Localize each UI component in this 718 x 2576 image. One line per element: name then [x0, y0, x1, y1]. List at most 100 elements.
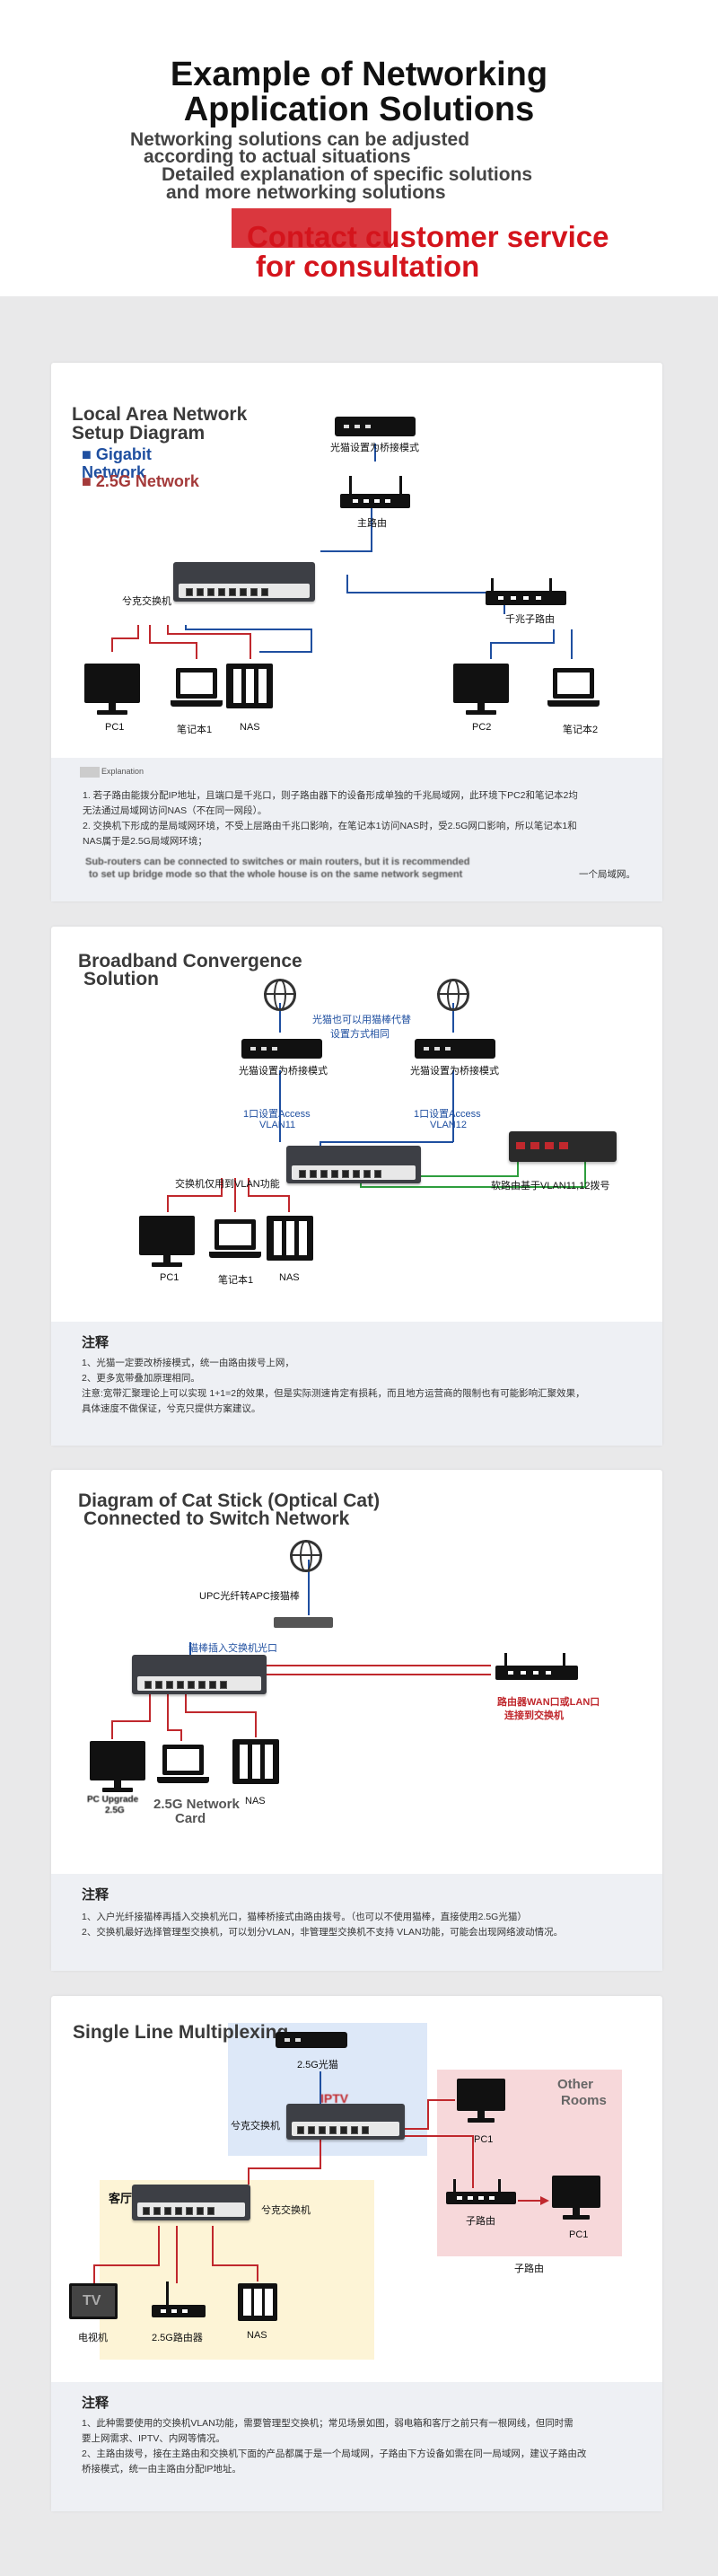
card3-note2: 2、交换机最好选择管理型交换机，可以划分VLAN，非管理型交换机不支持 VLAN… [82, 1927, 564, 1938]
card2-hint-line2: 设置方式相同 [330, 1029, 390, 1040]
card4-other-rooms-1: Other [557, 2077, 594, 2092]
legend-gigabit-icon: ■ [82, 445, 96, 463]
subtitle-line2: according to actual situations [144, 146, 411, 167]
card4-modem-label: 2.5G光猫 [297, 2060, 338, 2070]
card4-sub-router-zone-label: 子路由 [514, 2264, 544, 2274]
card4-switch-living-icon [132, 2185, 250, 2220]
subtitle-line1: Networking solutions can be adjusted [130, 129, 470, 150]
card4-switch-top-icon [286, 2104, 405, 2140]
card1-title-line2: Setup Diagram [72, 423, 206, 444]
card1-note2b: NAS属于是2.5G局域网环境； [83, 836, 207, 847]
card1-pc1-label: PC1 [105, 722, 125, 733]
card2-note3: 注意:宽带汇聚理论上可以实现 1+1=2的效果，但是实际测速肯定有损耗，而且地方… [82, 1388, 585, 1399]
card2-soft-router-icon [509, 1131, 617, 1162]
card2-internet-globe-icon-2 [437, 979, 469, 1011]
card3-nas-label: NAS [245, 1796, 266, 1807]
card2-pc1-label: PC1 [160, 1272, 180, 1283]
card1-nas-icon [226, 664, 273, 708]
card4-note2: 2、主路由拨号，接在主路由和交换机下面的产品都属于是一个局域网，子路由下方设备如… [82, 2449, 587, 2459]
card3-stick-label: 猫棒插入交换机光口 [188, 1643, 277, 1654]
single-line-multiplexing-card: Single Line Multiplexing 2.5G光猫 IPTV 兮克交… [51, 1996, 662, 2511]
card3-pc-label-a: PC Upgrade [87, 1795, 139, 1805]
card3-cat-stick-icon [274, 1617, 333, 1628]
card3-internet-globe-icon [290, 1540, 322, 1572]
card2-soft-router-label: 软路由基于VLAN11,12拨号 [491, 1181, 610, 1191]
card1-note1b: 无法通过局域网访问NAS（不在同一网段）。 [83, 805, 267, 816]
card2-switch-icon [286, 1146, 421, 1183]
cta-line2[interactable]: for consultation [256, 250, 480, 283]
card2-nas-label: NAS [279, 1272, 300, 1283]
card4-router25-label: 2.5G路由器 [152, 2333, 203, 2343]
lan-setup-card: Local Area Network Setup Diagram ■ Gigab… [51, 363, 662, 901]
card4-tv-icon: TV [69, 2283, 118, 2319]
card4-note-title: 注释 [82, 2396, 109, 2411]
card4-router25-icon [152, 2305, 206, 2317]
page-title-line1: Example of Networking [170, 56, 548, 93]
card3-note-title: 注释 [82, 1887, 109, 1903]
card1-nas-label: NAS [240, 722, 260, 733]
card3-upc-label: UPC光纤转APC接猫棒 [199, 1591, 300, 1602]
card3-router-icon [495, 1666, 578, 1680]
card4-modem-icon [276, 2032, 347, 2048]
card3-laptop-label2: Card [175, 1811, 206, 1826]
card2-title-line2: Solution [83, 969, 159, 989]
card4-notes: 注释 1、此种需要使用的交换机VLAN功能，需要管理型交换机；常见场景如图，弱电… [51, 2382, 662, 2511]
card3-pc-label-b: 2.5G [105, 1806, 125, 1816]
legend-gigabit-text1: Gigabit [95, 445, 152, 463]
cat-stick-card: Diagram of Cat Stick (Optical Cat) Conne… [51, 1470, 662, 1971]
card4-note1: 1、此种需要使用的交换机VLAN功能，需要管理型交换机；常见场景如图，弱电箱和客… [82, 2418, 574, 2429]
card1-title-line1: Local Area Network [72, 404, 248, 425]
card2-vlan1-line1: 1口设置Access [243, 1109, 311, 1120]
legend-25g-text: 2.5G Network [95, 472, 199, 490]
card3-router-label2: 连接到交换机 [504, 1710, 564, 1721]
card4-pc1-top-label: PC1 [474, 2134, 494, 2145]
card2-nas-icon [267, 1216, 313, 1261]
card1-sub-router-label: 千兆子路由 [505, 614, 555, 625]
card1-laptop2-label: 笔记本2 [563, 725, 599, 735]
card1-laptop1-label: 笔记本1 [177, 725, 213, 735]
card1-note2: 2. 交换机下形成的是局域网环境，不受上层路由千兆口影响，在笔记本1访问NAS时… [83, 821, 577, 831]
card3-laptop-label: 2.5G Network [153, 1797, 240, 1812]
card3-connection-lines [111, 1560, 491, 1741]
card4-note1b: 要上网需求、IPTV、内网等情况。 [82, 2433, 225, 2444]
card4-pc1b-label: PC1 [569, 2229, 589, 2240]
card1-modem-label: 光猫设置为桥接模式 [330, 443, 419, 453]
card1-pc2-label: PC2 [472, 722, 492, 733]
card2-laptop1-label: 笔记本1 [218, 1275, 254, 1286]
legend-gigabit: ■ Gigabit Network [82, 445, 152, 481]
card4-tv-glyph: TV [83, 2293, 101, 2308]
card2-vlan1-line2: VLAN11 [259, 1120, 296, 1130]
card3-nas-icon [232, 1739, 279, 1784]
card1-note3b: to set up bridge mode so that the whole … [89, 869, 463, 880]
card1-switch-label: 兮克交换机 [122, 596, 171, 607]
card1-switch-icon [173, 562, 315, 602]
subtitle-line3: Detailed explanation of specific solutio… [162, 164, 533, 185]
card2-hint-line1: 光猫也可以用猫棒代替 [312, 1015, 411, 1025]
card1-connection-lines [111, 444, 573, 659]
card3-notes: 注释 1、入户光纤接猫棒再插入交换机光口，猫棒桥接式由路由拨号。（也可以不使用猫… [51, 1874, 662, 1971]
legend-25g-icon: ■ [82, 472, 96, 490]
legend-gigabit-text2: Network [82, 463, 146, 481]
card2-switch-label: 交换机仅用到VLAN功能 [175, 1179, 280, 1190]
card3-router-label: 路由器WAN口或LAN口 [497, 1697, 600, 1708]
page-title-line2: Application Solutions [183, 91, 535, 128]
card4-sub-router-icon [446, 2192, 516, 2204]
cta-highlight [232, 208, 391, 248]
card1-main-router-icon [340, 494, 410, 508]
card1-note-heading: Explanation [101, 767, 144, 776]
card1-sub-router-icon [486, 591, 566, 605]
card4-nas-label: NAS [247, 2330, 267, 2341]
card2-vlan2-line1: 1口设置Access [414, 1109, 481, 1120]
card4-sub-router-label: 子路由 [466, 2216, 495, 2227]
card3-switch-icon [132, 1655, 267, 1694]
header: Example of Networking Application Soluti… [0, 0, 718, 296]
card2-modem1-label: 光猫设置为桥接模式 [239, 1066, 328, 1077]
card1-note1: 1. 若子路由能拨分配IP地址，且端口是千兆口，则子路由器下的设备形成单独的千兆… [83, 790, 578, 801]
broadband-convergence-card: Broadband Convergence Solution 光猫也可以用猫棒代… [51, 927, 662, 1446]
card3-note1: 1、入户光纤接猫棒再插入交换机光口，猫棒桥接式由路由拨号。（也可以不使用猫棒，直… [82, 1912, 527, 1922]
card2-internet-globe-icon-1 [264, 979, 296, 1011]
card4-living-room-label: 客厅 [109, 2192, 133, 2205]
card4-switch-living-label: 兮克交换机 [261, 2205, 311, 2216]
cta-line1[interactable]: Contact customer service [247, 220, 609, 253]
card4-switch-top-label: 兮克交换机 [231, 2121, 280, 2132]
